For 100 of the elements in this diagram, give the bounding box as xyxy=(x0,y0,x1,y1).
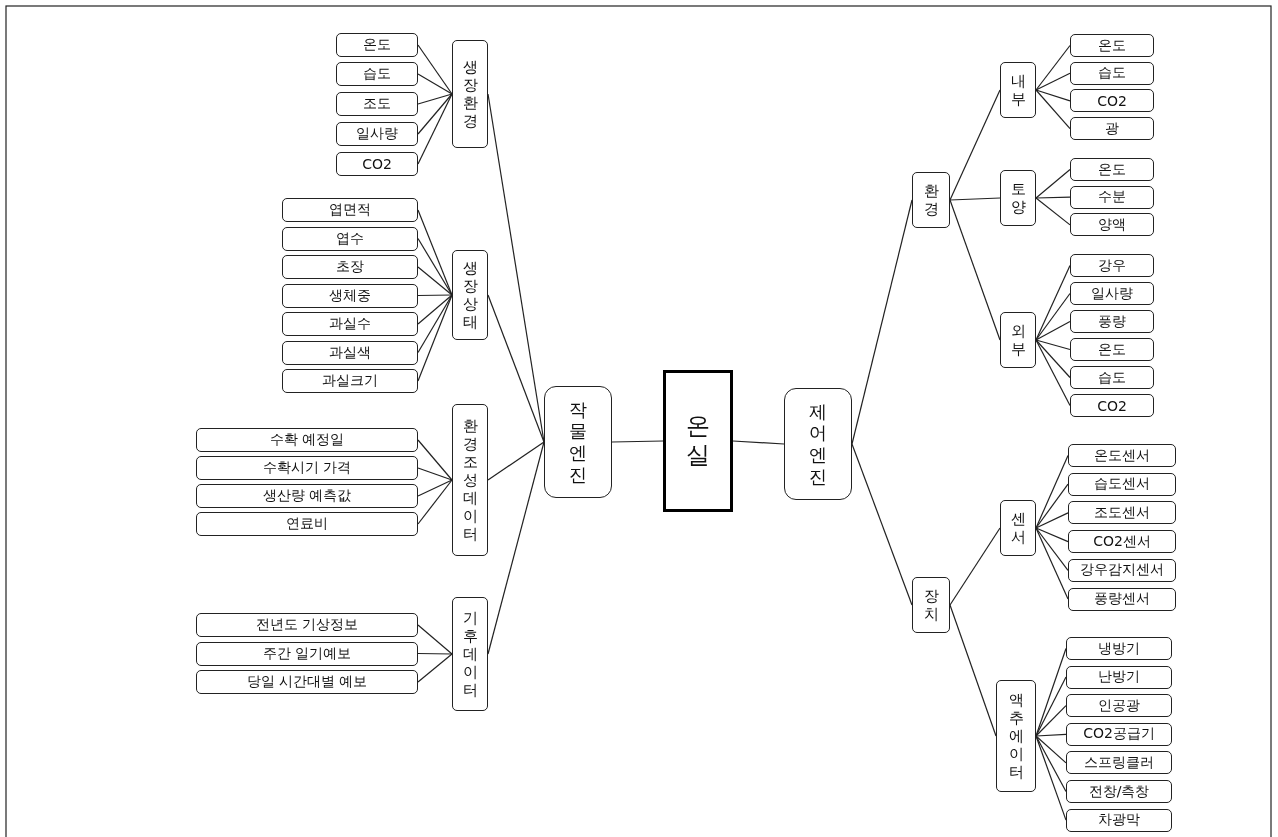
connector-line xyxy=(487,441,545,655)
item-box: 습도 xyxy=(1070,61,1154,85)
item-box: CO2 xyxy=(1070,89,1154,113)
engine-box: 제어엔진 xyxy=(784,388,852,500)
connector-line xyxy=(417,93,453,135)
item-box: 습도 xyxy=(1070,366,1154,389)
item-box: 과실수 xyxy=(282,312,418,336)
connector-line xyxy=(1035,647,1067,737)
connector-line xyxy=(1035,89,1071,102)
connector-line xyxy=(1035,292,1071,341)
item-box: 전창/측창 xyxy=(1066,780,1172,803)
item-box: CO2공급기 xyxy=(1066,722,1172,746)
connector-line xyxy=(417,93,453,165)
connector-line xyxy=(417,93,453,105)
connector-line xyxy=(1035,339,1071,407)
item-box: 일사량 xyxy=(1070,282,1154,305)
connector-line xyxy=(417,237,453,296)
connector-line xyxy=(417,479,453,525)
item-box: 차광막 xyxy=(1066,808,1172,832)
connector-line xyxy=(417,439,453,481)
item-box: 조도 xyxy=(336,92,418,116)
item-box: 주간 일기예보 xyxy=(196,641,418,666)
connector-line xyxy=(1035,705,1067,737)
item-box: CO2센서 xyxy=(1068,530,1176,554)
category-box: 외부 xyxy=(1000,312,1036,368)
item-box: CO2 xyxy=(1070,394,1154,417)
item-box: 양액 xyxy=(1070,213,1154,237)
item-box: 수분 xyxy=(1070,185,1154,209)
item-box: 냉방기 xyxy=(1066,637,1172,660)
connector-line xyxy=(949,604,997,737)
item-box: 조도센서 xyxy=(1068,501,1176,525)
item-box: 수확시기 가격 xyxy=(196,456,418,480)
item-box: 강우감지센서 xyxy=(1068,558,1176,582)
item-box: 엽면적 xyxy=(282,198,418,222)
item-box: 엽수 xyxy=(282,226,418,251)
category-box: 내부 xyxy=(1000,62,1036,118)
connector-line xyxy=(417,44,453,95)
item-box: 과실크기 xyxy=(282,369,418,393)
item-box: 강우 xyxy=(1070,254,1154,277)
connector-line xyxy=(1035,676,1067,737)
connector-line xyxy=(417,294,453,297)
connector-line xyxy=(1035,168,1071,199)
connector-line xyxy=(949,527,1001,606)
item-box: 난방기 xyxy=(1066,665,1172,689)
connector-line xyxy=(1035,735,1067,764)
connector-line xyxy=(1035,44,1071,91)
connector-line xyxy=(1035,72,1071,91)
connector-line xyxy=(1035,512,1069,529)
item-box: 습도 xyxy=(336,62,418,86)
connector-line xyxy=(487,441,545,481)
connector-line xyxy=(1035,735,1067,793)
item-box: CO2 xyxy=(336,152,418,176)
engine-box: 작물엔진 xyxy=(544,386,612,498)
connector-line xyxy=(1035,527,1069,600)
item-box: 과실색 xyxy=(282,340,418,365)
item-box: 생체중 xyxy=(282,283,418,308)
connector-line xyxy=(417,294,453,354)
connector-line xyxy=(1035,733,1067,737)
item-box: 온도센서 xyxy=(1068,444,1176,467)
connector-line xyxy=(417,653,453,683)
item-box: 온도 xyxy=(1070,338,1154,361)
connector-line xyxy=(851,199,913,445)
connector-line xyxy=(1035,197,1071,226)
connector-line xyxy=(417,467,453,481)
category-box: 액추에이터 xyxy=(996,680,1036,792)
item-box: 온도 xyxy=(1070,34,1154,57)
category-box: 환경조성데이터 xyxy=(452,404,488,556)
category-box: 토양 xyxy=(1000,170,1036,226)
connector-line xyxy=(1035,454,1069,529)
item-box: 습도센서 xyxy=(1068,472,1176,496)
item-box: 초장 xyxy=(282,255,418,279)
connector-line xyxy=(1035,320,1071,341)
connector-line xyxy=(487,294,545,443)
connector-line xyxy=(1035,483,1069,529)
connector-line xyxy=(417,479,453,497)
item-box: 풍량 xyxy=(1070,310,1154,333)
item-box: 스프링클러 xyxy=(1066,751,1172,775)
item-box: 연료비 xyxy=(196,512,418,536)
category-box: 환경 xyxy=(912,172,950,228)
connector-line xyxy=(949,197,1001,201)
category-box: 기후데이터 xyxy=(452,597,488,711)
connector-line xyxy=(851,443,913,606)
connector-line xyxy=(417,266,453,296)
connector-line xyxy=(417,624,453,655)
item-box: 수확 예정일 xyxy=(196,428,418,452)
connector-line xyxy=(1035,339,1071,351)
item-box: 일사량 xyxy=(336,122,418,146)
category-box: 생장환경 xyxy=(452,40,488,148)
connector-line xyxy=(949,199,1001,341)
connector-line xyxy=(949,89,1001,201)
connector-line xyxy=(1035,735,1067,821)
item-box: 온도 xyxy=(336,33,418,57)
connector-line xyxy=(732,440,785,445)
connector-line xyxy=(611,440,664,443)
connector-line xyxy=(1035,527,1069,543)
main-box: 온실 xyxy=(663,370,733,512)
connector-line xyxy=(417,73,453,95)
item-box: 인공광 xyxy=(1066,694,1172,718)
connector-line xyxy=(417,652,453,655)
category-box: 생장상태 xyxy=(452,250,488,340)
